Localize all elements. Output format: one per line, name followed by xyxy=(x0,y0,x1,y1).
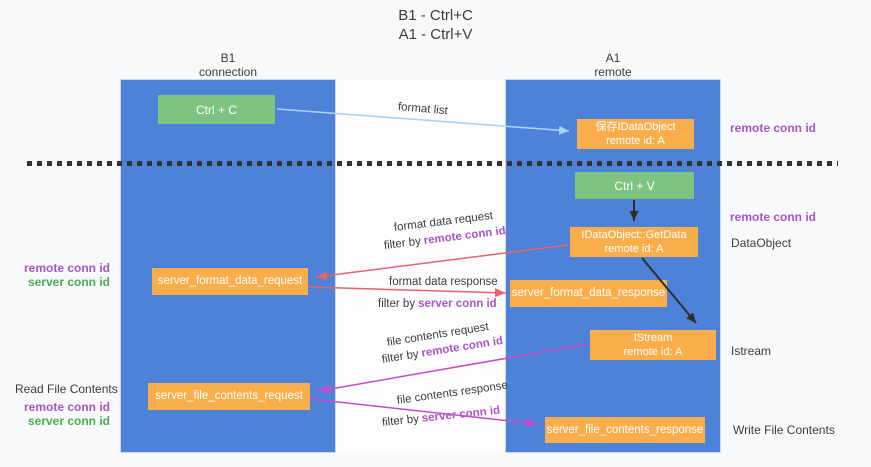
annotation-server-conn-id-left-1: server conn id xyxy=(27,275,110,289)
annotation-dataobject: DataObject xyxy=(731,236,792,250)
lane-header-a1: A1 remote xyxy=(505,51,721,79)
title-line-1: B1 - Ctrl+C xyxy=(398,7,473,24)
node-istream: IStream remote id: A xyxy=(590,330,716,360)
annotation-server-conn-id-left-2: server conn id xyxy=(27,414,110,428)
lane-a1-subtitle: remote xyxy=(594,65,632,79)
annotation-istream: Istream xyxy=(731,344,772,358)
annotation-remote-conn-id-mid: remote conn id xyxy=(730,210,817,224)
node-server-file-contents-request: server_file_contents_request xyxy=(148,383,310,410)
lane-header-b1: B1 connection xyxy=(120,51,336,79)
node-ctrl-c: Ctrl + C xyxy=(158,95,275,124)
node-save-dataobject-line2: remote id: A xyxy=(606,135,665,147)
annotation-remote-conn-id-left-2: remote conn id xyxy=(23,400,110,414)
node-ctrl-v: Ctrl + V xyxy=(575,172,694,199)
title-line-2: A1 - Ctrl+V xyxy=(398,26,473,43)
node-getdata-line1: IDataObject::GetData xyxy=(581,229,687,241)
node-save-dataobject: 保存IDataObject remote id: A xyxy=(577,119,694,149)
node-istream-line2: remote id: A xyxy=(623,346,683,358)
lane-b1-subtitle: connection xyxy=(198,65,258,79)
node-getdata-line2: remote id: A xyxy=(604,243,664,255)
lane-b1-title: B1 xyxy=(220,51,236,65)
diagram-title: B1 - Ctrl+C A1 - Ctrl+V xyxy=(0,6,871,44)
annotation-read-file-contents: Read File Contents xyxy=(15,382,118,396)
node-server-file-contents-response: server_file_contents_response xyxy=(545,417,705,443)
dashed-separator xyxy=(27,161,838,166)
node-istream-line1: IStream xyxy=(633,332,673,344)
filter-prefix: filter by xyxy=(378,298,416,310)
node-server-format-data-request: server_format_data_request xyxy=(152,268,308,295)
filter-key-server-conn-id: server conn id xyxy=(418,298,497,310)
annotation-remote-conn-id-top: remote conn id xyxy=(730,121,817,135)
node-save-dataobject-line1: 保存IDataObject xyxy=(595,121,676,133)
lane-a1-title: A1 xyxy=(605,51,621,65)
node-server-format-data-response: server_format_data_response xyxy=(510,280,667,307)
label-format-data-response: format data response xyxy=(389,276,498,288)
annotation-write-file-contents: Write File Contents xyxy=(733,423,835,437)
node-idataobject-getdata: IDataObject::GetData remote id: A xyxy=(570,227,698,257)
annotation-remote-conn-id-left-1: remote conn id xyxy=(23,261,110,275)
